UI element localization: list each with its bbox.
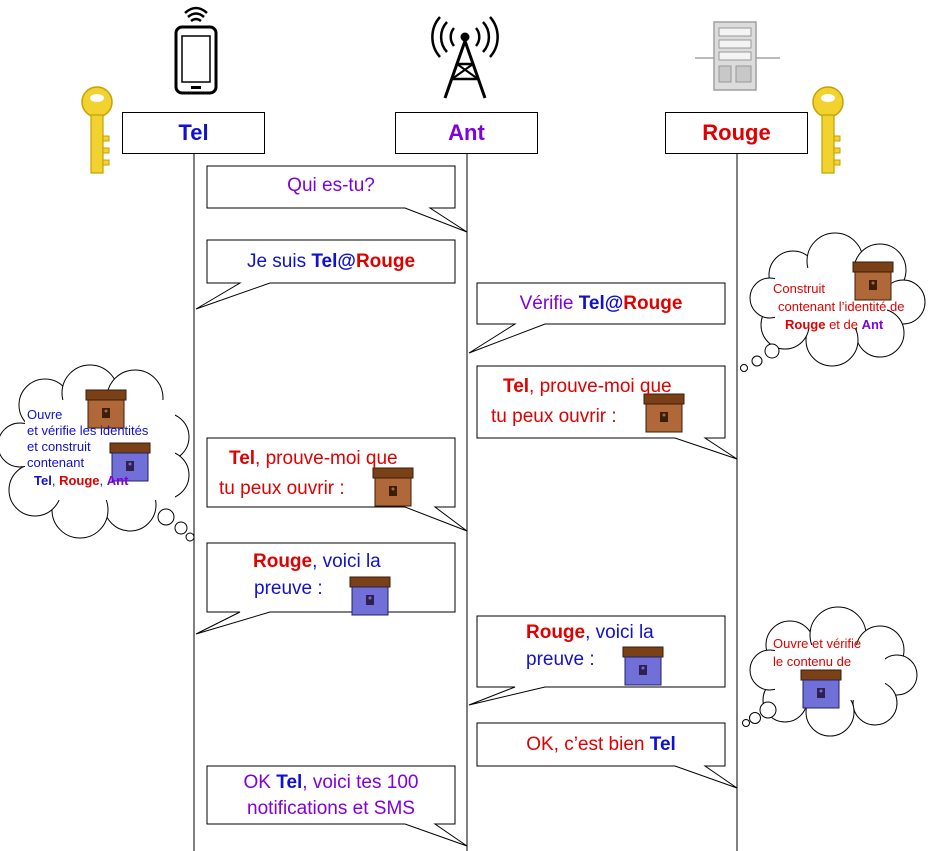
thought-rouge-build-mid: et de [825,317,862,332]
thought-tel-open-line1: Ouvre [27,407,63,422]
message-bubble-6 [195,542,456,635]
message-6-line2: preuve : [254,578,323,599]
message-1-text: Qui es-tu? [207,174,455,198]
message-4-line2: tu peux ouvrir : [491,406,617,427]
message-4-who: Tel [503,376,530,397]
thought-rouge-check-line1: Ouvre et vérifie [773,636,862,651]
thought-rouge-build-rouge: Rouge [785,317,826,332]
message-5-line2: tu peux ouvrir : [219,478,345,499]
key-icon-left [81,86,113,174]
message-8-tel: Tel [649,734,676,755]
thought-tel-open-sep1: , [51,473,60,488]
message-bubble-4 [476,365,738,460]
thought-rouge-build-line2: contenant l’identité de [778,299,905,314]
message-6-who: Rouge [253,551,313,572]
thought-tel-open-tel: Tel [34,473,52,488]
actor-label-tel-text: Tel [178,120,209,145]
message-7-who: Rouge [526,622,586,643]
thought-tel-open-line4: contenant [27,455,85,470]
thought-cloud-rouge-build [740,232,926,372]
message-4-line1: , prouve-moi que [529,376,672,397]
actor-label-tel: Tel [122,112,265,154]
message-9-line1: , voici tes 100 [302,772,419,793]
message-2-prefix: Je suis [246,251,312,272]
actor-label-ant: Ant [395,112,538,154]
message-3-tel: Tel [578,293,605,314]
message-3-prefix: Vérifie [519,293,579,314]
thought-tel-open-ant: Ant [106,473,129,488]
message-3-text: Vérifie Tel@Rouge [477,292,725,316]
message-bubble-5 [206,437,468,532]
message-6-line1: , voici la [312,551,381,572]
server-icon [695,21,780,91]
message-9-text: OK Tel, voici tes 100 notifications et S… [207,770,455,822]
locked-box-blue-icon [800,669,842,709]
message-bubble-2 [195,239,456,310]
message-bubble-8 [476,722,738,789]
message-bubble-9 [206,765,468,847]
key-icon-right [812,86,844,174]
thought-tel-open-text: Ouvre et vérifie les identités et constr… [27,407,187,489]
message-3-at: @ [604,293,624,314]
message-8-text: OK, c’est bien Tel [477,733,725,757]
message-6-text: Rouge, voici la preuve : [207,548,447,602]
smartphone-icon [174,6,218,95]
message-9-pre: OK [243,772,277,793]
thought-rouge-build-line1: Construit [773,281,826,296]
message-8-prefix: OK, c’est bien [526,734,650,755]
thought-tel-open-line3: et construit [27,439,91,454]
message-bubble-3 [468,282,726,354]
message-3-rouge: Rouge [623,293,683,314]
message-5-who: Tel [229,448,256,469]
message-2-text: Je suis Tel@Rouge [207,250,455,274]
message-9-tel: Tel [276,772,303,793]
thought-rouge-check-line2: le contenu de [773,654,852,669]
message-7-text: Rouge, voici la preuve : [477,619,717,673]
thought-rouge-build-ant: Ant [861,317,884,332]
thought-rouge-build-text: Construit contenant l’identité de Rouge … [773,281,923,333]
message-4-text: Tel, prouve-moi que tu peux ouvrir : [477,372,717,432]
message-7-line1: , voici la [585,622,654,643]
actor-label-rouge-text: Rouge [702,120,771,145]
thought-rouge-check-text: Ouvre et vérifie le contenu de [773,636,903,670]
message-9-line2: notifications et SMS [247,798,415,819]
thought-tel-open-sep2: , [99,473,107,488]
message-bubble-1 [206,165,468,233]
message-5-text: Tel, prouve-moi que tu peux ouvrir : [207,444,447,504]
message-1-label: Qui es-tu? [287,175,375,196]
thought-tel-open-line2: et vérifie les identités [27,423,149,438]
message-7-line2: preuve : [526,649,595,670]
thought-tel-open-rouge: Rouge [59,473,100,488]
antenna-tower-icon [431,16,499,99]
actor-label-ant-text: Ant [448,120,485,145]
actor-label-rouge: Rouge [665,112,808,154]
message-2-rouge: Rouge [355,251,416,272]
message-2-tel: Tel [311,251,338,272]
message-5-line1: , prouve-moi que [255,448,398,469]
thought-cloud-tel-open [0,364,195,542]
message-2-at: @ [337,251,356,272]
